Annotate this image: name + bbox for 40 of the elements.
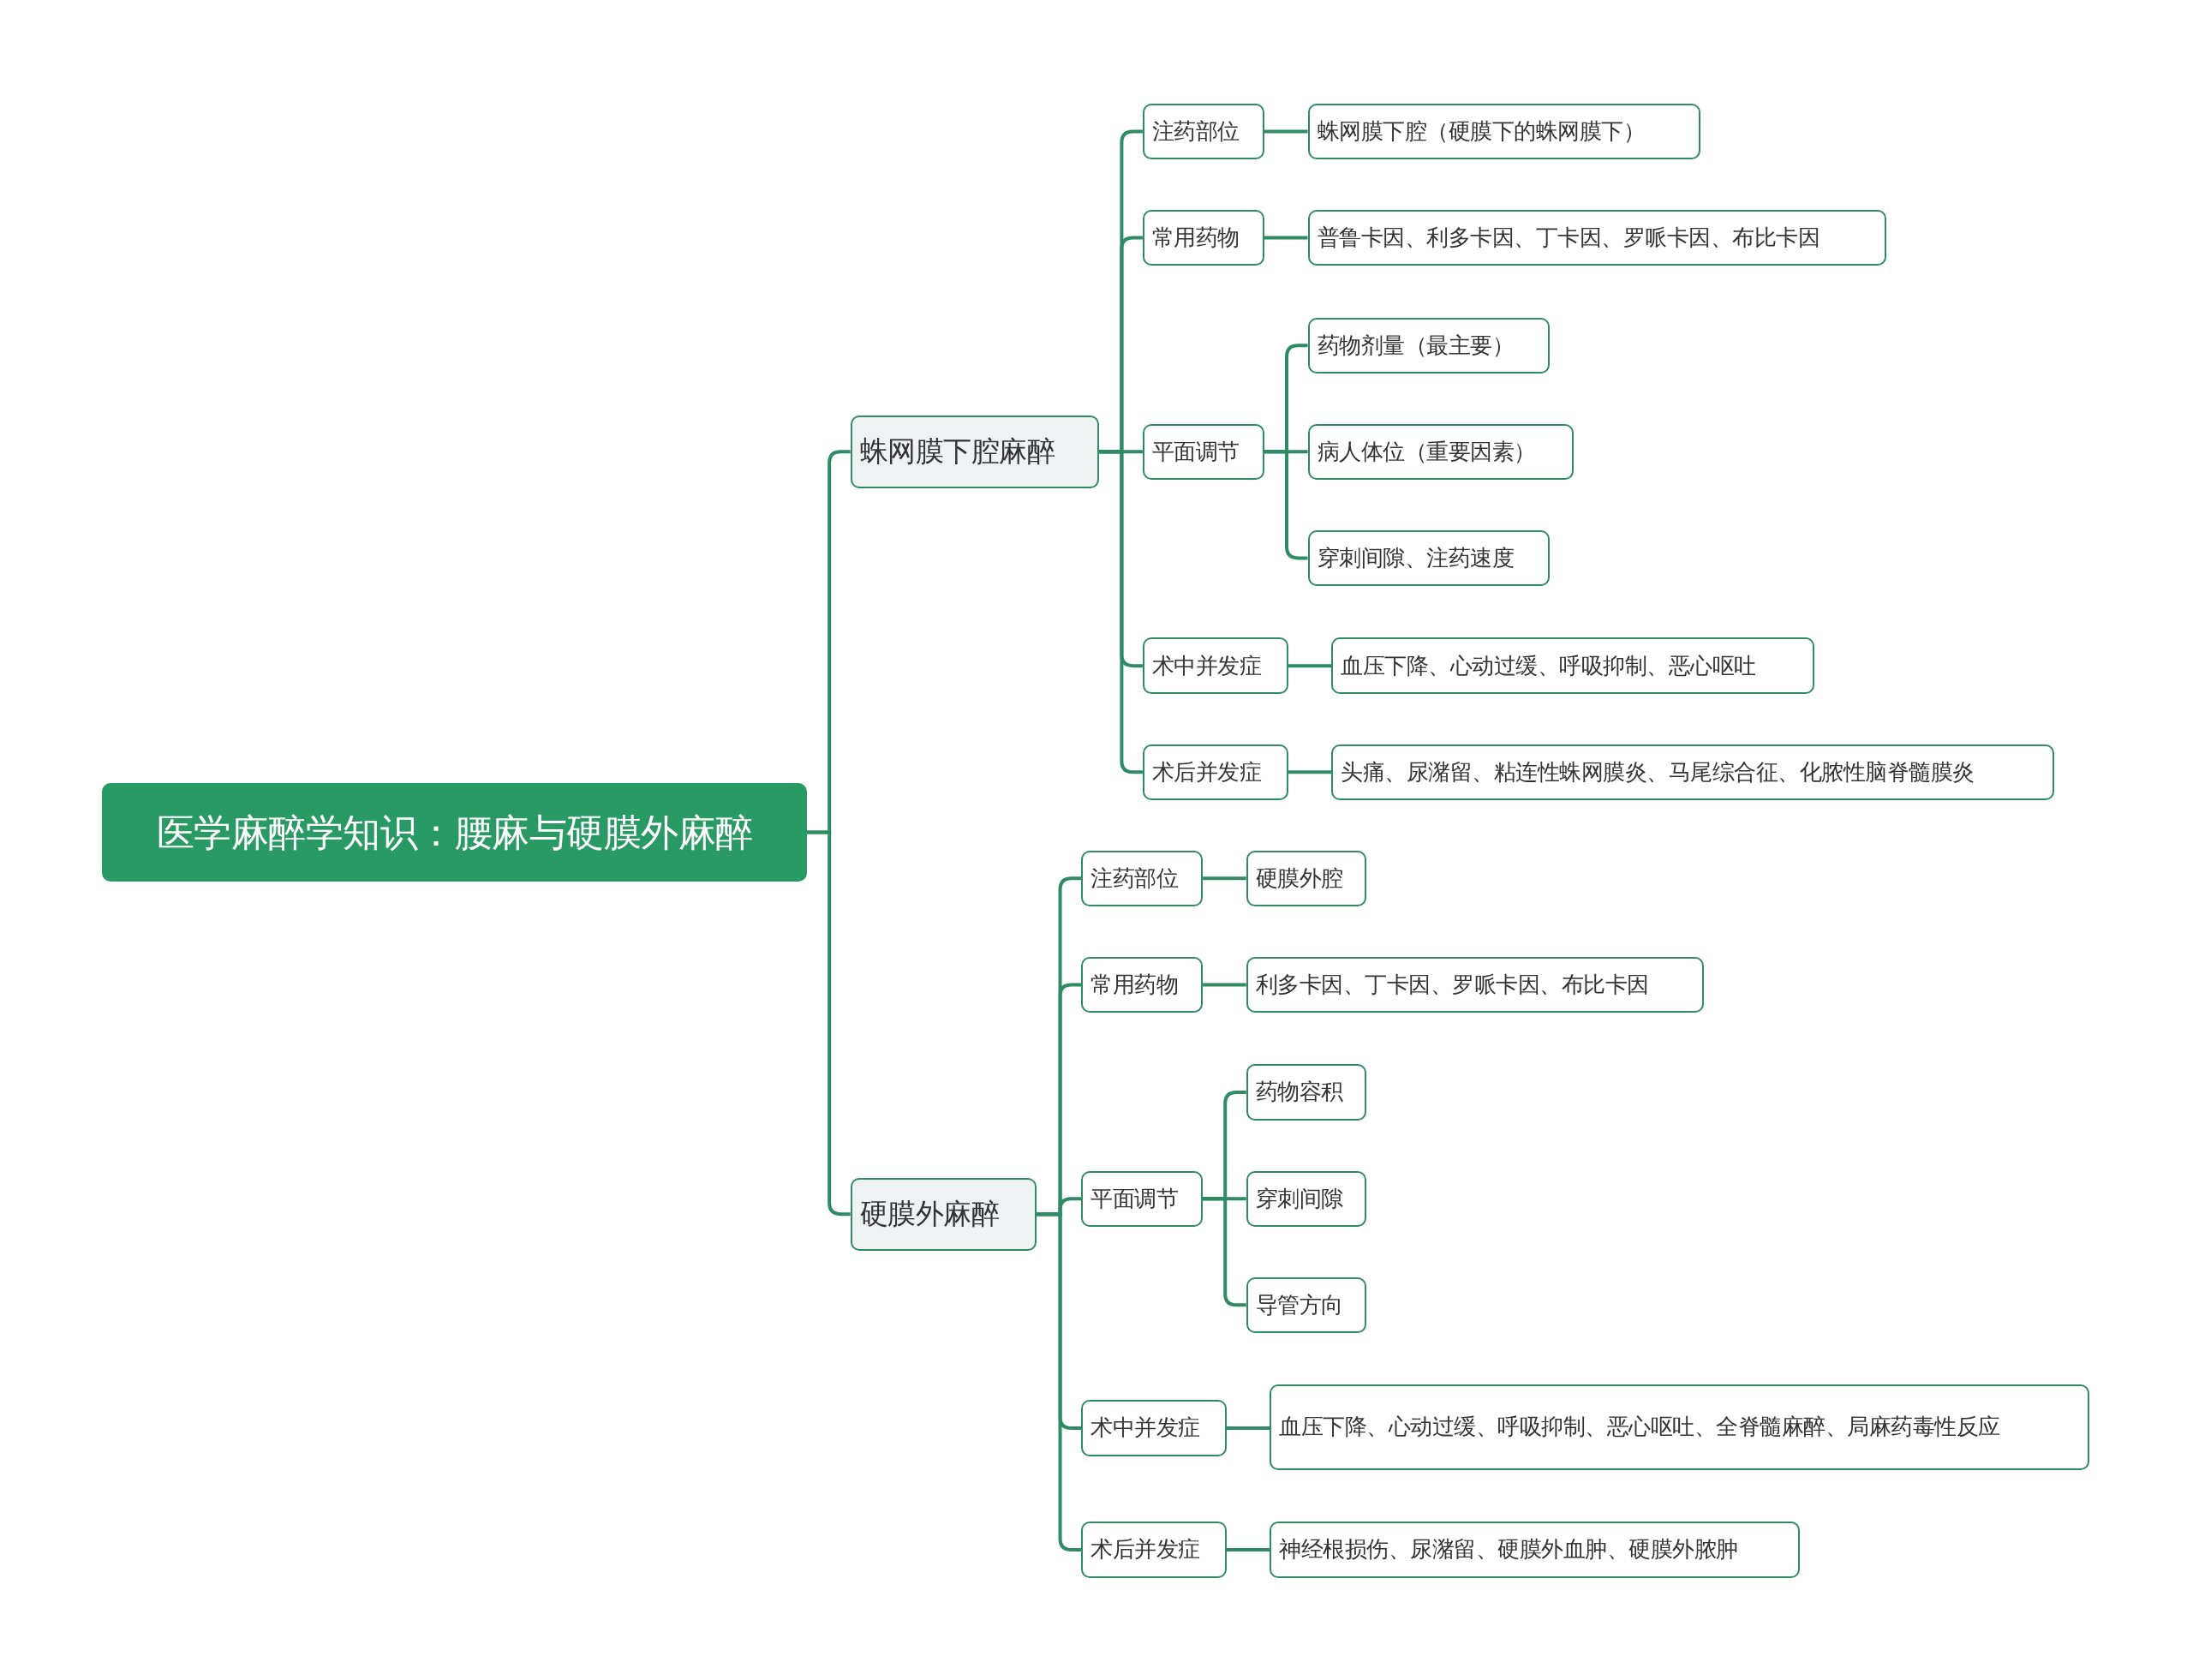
subtopic-box: 常用药物: [1142, 209, 1264, 266]
subtopic-box: 注药部位: [1081, 850, 1204, 906]
connector-line: [1264, 129, 1308, 134]
subtopic-box: 注药部位: [1142, 103, 1264, 160]
detail-box: 头痛、尿潴留、粘连性蛛网膜炎、马尾综合征、化脓性脑脊髓膜炎: [1331, 744, 2055, 800]
connector-line: [1264, 236, 1308, 240]
topic-box: 蛛网膜下腔麻醉: [850, 415, 1100, 488]
connector-line: [1288, 664, 1332, 668]
connector-line: [1288, 770, 1332, 774]
subtopic-box: 平面调节: [1081, 1170, 1204, 1227]
connector-line: [1203, 1197, 1246, 1307]
connector-line: [1226, 1426, 1270, 1430]
connector-line: [1203, 983, 1246, 987]
subtopic-box: 术后并发症: [1081, 1522, 1227, 1578]
connector-line: [1226, 1548, 1270, 1551]
connector-line: [1264, 450, 1308, 560]
detail-box: 血压下降、心动过缓、呼吸抑制、恶心呕吐、全脊髓麻醉、局麻药毒性反应: [1270, 1384, 2090, 1470]
subtopic-box: 术中并发症: [1142, 637, 1288, 694]
detail-box: 利多卡因、丁卡因、罗哌卡因、布比卡因: [1246, 956, 1704, 1013]
subtopic-box: 术后并发症: [1142, 744, 1288, 800]
detail-box: 病人体位（重要因素）: [1307, 423, 1574, 480]
connector-line: [1203, 876, 1246, 881]
detail-box: 普鲁卡因、利多卡因、丁卡因、罗哌卡因、布比卡因: [1307, 209, 1887, 266]
subtopic-box: 术中并发症: [1081, 1400, 1227, 1456]
detail-box: 药物剂量（最主要）: [1307, 317, 1550, 374]
topic-box: 硬膜外麻醉: [850, 1177, 1037, 1251]
detail-box: 导管方向: [1246, 1276, 1367, 1333]
detail-box: 穿刺间隙、注药速度: [1307, 529, 1550, 587]
detail-box: 药物容积: [1246, 1064, 1367, 1121]
detail-box: 神经根损伤、尿潴留、硬膜外血肿、硬膜外脓肿: [1270, 1522, 1801, 1578]
connector-line: [1099, 450, 1143, 774]
subtopic-box: 平面调节: [1142, 423, 1264, 480]
detail-box: 硬膜外腔: [1246, 850, 1367, 906]
detail-box: 蛛网膜下腔（硬膜下的蛛网膜下）: [1307, 103, 1701, 160]
detail-box: 穿刺间隙: [1246, 1170, 1367, 1227]
subtopic-box: 常用药物: [1081, 956, 1204, 1013]
root-topic-box: 医学麻醉学知识：腰麻与硬膜外麻醉: [102, 783, 807, 882]
connector-line: [1036, 1212, 1082, 1551]
connector-line: [807, 830, 851, 1217]
detail-box: 血压下降、心动过缓、呼吸抑制、恶心呕吐: [1331, 637, 1814, 694]
